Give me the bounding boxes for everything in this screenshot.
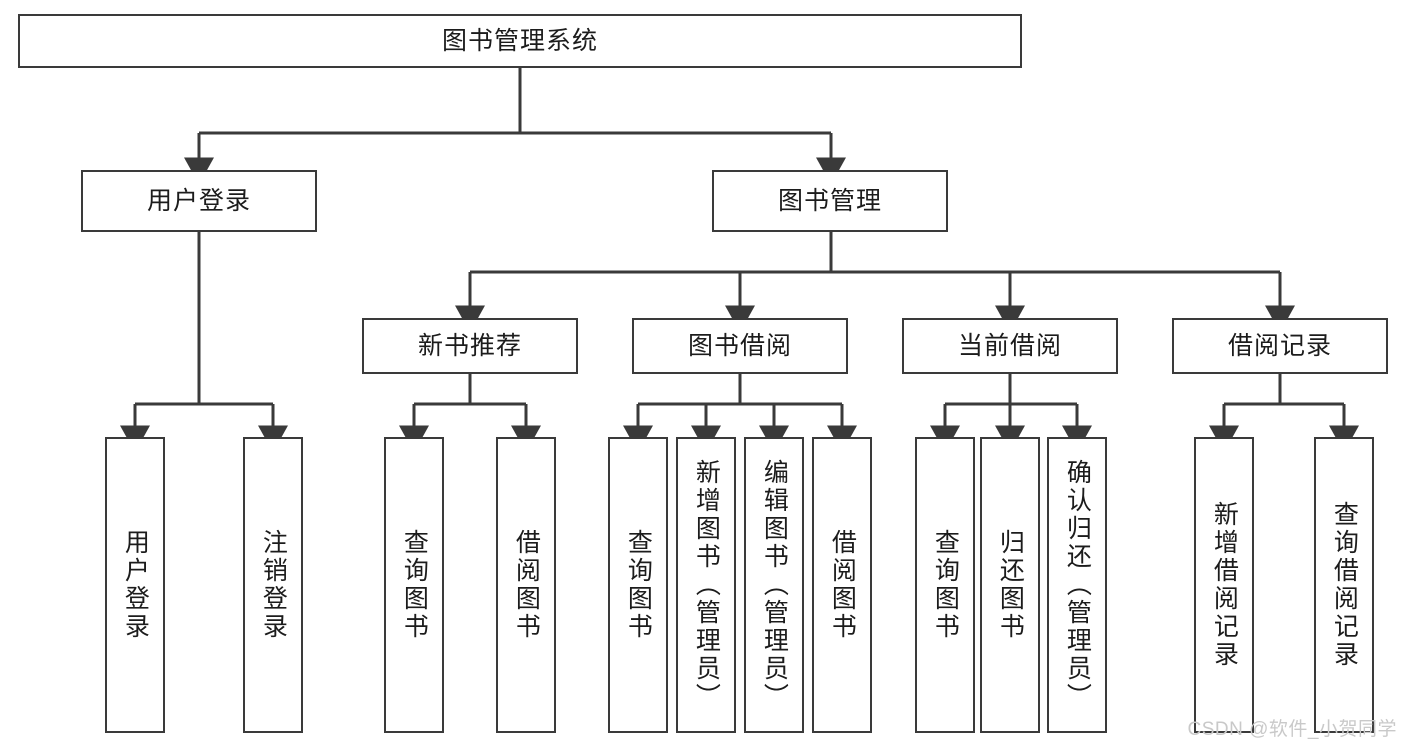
node-label: 注销登录 xyxy=(259,529,288,641)
node-label: 图书管理 xyxy=(777,187,882,215)
node-label: 查询图书 xyxy=(400,529,429,641)
leaf-newbook-query-book[interactable]: 查询图书 xyxy=(384,437,444,733)
leaf-borrowrecord-add-record[interactable]: 新增借阅记录 xyxy=(1194,437,1254,733)
node-borrow-record[interactable]: 借阅记录 xyxy=(1172,318,1388,374)
node-user-login[interactable]: 用户登录 xyxy=(81,170,317,232)
node-label: 查询借阅记录 xyxy=(1330,501,1359,669)
leaf-currentborrow-query-book[interactable]: 查询图书 xyxy=(915,437,975,733)
node-label: 用户登录 xyxy=(121,529,150,641)
node-book-borrow[interactable]: 图书借阅 xyxy=(632,318,848,374)
node-label: 归还图书 xyxy=(996,529,1025,641)
node-new-book-recommend[interactable]: 新书推荐 xyxy=(362,318,578,374)
node-label: 新书推荐 xyxy=(417,332,522,360)
node-label: 图书管理系统 xyxy=(441,27,598,55)
leaf-bookborrow-edit-book-admin[interactable]: 编辑图书（管理员） xyxy=(744,437,804,733)
node-label: 查询图书 xyxy=(931,529,960,641)
node-label: 用户登录 xyxy=(146,187,251,215)
leaf-logout[interactable]: 注销登录 xyxy=(243,437,303,733)
node-label: 编辑图书（管理员） xyxy=(760,459,789,711)
leaf-currentborrow-confirm-return-admin[interactable]: 确认归还（管理员） xyxy=(1047,437,1107,733)
node-label: 新增借阅记录 xyxy=(1210,501,1239,669)
node-label: 借阅图书 xyxy=(512,529,541,641)
node-label: 查询图书 xyxy=(624,529,653,641)
node-book-management[interactable]: 图书管理 xyxy=(712,170,948,232)
node-root-book-management-system[interactable]: 图书管理系统 xyxy=(18,14,1022,68)
node-label: 借阅图书 xyxy=(828,529,857,641)
leaf-bookborrow-add-book-admin[interactable]: 新增图书（管理员） xyxy=(676,437,736,733)
leaf-borrowrecord-query-record[interactable]: 查询借阅记录 xyxy=(1314,437,1374,733)
leaf-bookborrow-borrow-book[interactable]: 借阅图书 xyxy=(812,437,872,733)
node-label: 确认归还（管理员） xyxy=(1063,459,1092,711)
node-label: 当前借阅 xyxy=(957,332,1062,360)
node-label: 新增图书（管理员） xyxy=(692,459,721,711)
leaf-newbook-borrow-book[interactable]: 借阅图书 xyxy=(496,437,556,733)
leaf-bookborrow-query-book[interactable]: 查询图书 xyxy=(608,437,668,733)
node-label: 借阅记录 xyxy=(1227,332,1332,360)
node-label: 图书借阅 xyxy=(687,332,792,360)
leaf-currentborrow-return-book[interactable]: 归还图书 xyxy=(980,437,1040,733)
node-current-borrow[interactable]: 当前借阅 xyxy=(902,318,1118,374)
watermark-text: CSDN @软件_小贺同学 xyxy=(1187,719,1397,740)
leaf-user-login[interactable]: 用户登录 xyxy=(105,437,165,733)
